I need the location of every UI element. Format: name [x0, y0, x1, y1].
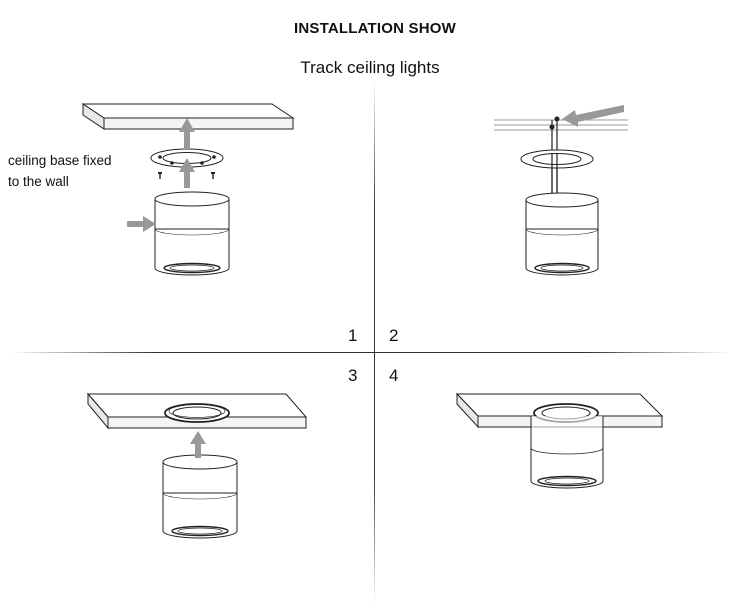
- page-title: INSTALLATION SHOW: [294, 20, 456, 37]
- step-2-illustration: [494, 116, 628, 276]
- horizontal-divider: [10, 352, 730, 353]
- arrow-right-icon: [127, 216, 156, 232]
- page-subtitle: Track ceiling lights: [300, 58, 440, 77]
- step-2-label: 2: [389, 326, 399, 345]
- arrow-left-icon: [562, 105, 624, 127]
- ceiling-board: [81, 103, 295, 119]
- lamp-cylinder: [525, 192, 599, 276]
- screw-icon: [158, 172, 215, 179]
- step-3-illustration: [86, 392, 308, 539]
- arrow-up-icon: [190, 431, 206, 458]
- lamp-cylinder: [162, 454, 238, 539]
- arrow-up-icon: [179, 118, 195, 150]
- vertical-divider: [374, 80, 375, 605]
- installed-lamp: [530, 403, 604, 489]
- note-line-1: ceiling base fixed: [8, 153, 112, 168]
- ceiling-base-note: ceiling base fixed to the wall: [8, 150, 168, 192]
- lamp-cylinder: [154, 191, 230, 276]
- step-4-illustration: [455, 392, 664, 489]
- step-1-label: 1: [348, 326, 358, 345]
- arrow-up-icon: [179, 158, 195, 188]
- step-4-label: 4: [389, 366, 399, 385]
- step-1-illustration: [81, 103, 295, 276]
- note-line-2: to the wall: [8, 174, 69, 189]
- step-3-label: 3: [348, 366, 358, 385]
